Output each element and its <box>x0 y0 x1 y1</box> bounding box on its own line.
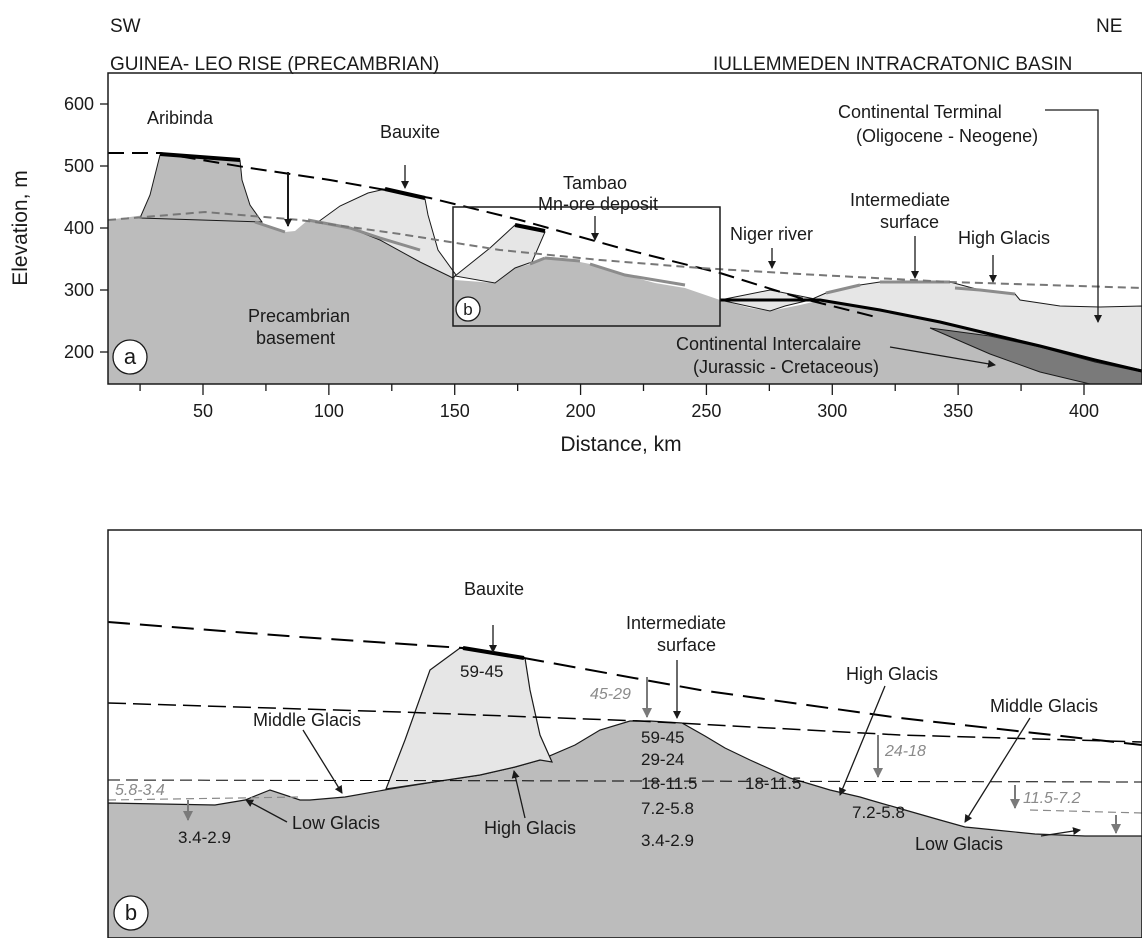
age-gray-11-5-7-2: 11.5-7.2 <box>1023 790 1081 807</box>
high-glacis-label-b-right: High Glacis <box>846 664 938 684</box>
continental-intercalaire-label-2: (Jurassic - Cretaceous) <box>693 357 879 377</box>
y-tick-label: 600 <box>64 94 94 114</box>
continental-intercalaire-label-1: Continental Intercalaire <box>676 334 861 354</box>
x-tick-label: 400 <box>1069 401 1099 421</box>
region-left-label: GUINEA- LEO RISE (PRECAMBRIAN) <box>110 54 439 75</box>
x-axis-label: Distance, km <box>560 433 681 456</box>
low-glacis-label-b-left: Low Glacis <box>292 813 380 833</box>
svg-text:b: b <box>125 900 137 925</box>
tambao-hill <box>453 224 546 284</box>
panel-a-arrows <box>284 109 1102 368</box>
cross-section-b <box>108 621 1142 938</box>
inset-b-badge: b <box>455 296 481 322</box>
intermediate-surface-label-a2: surface <box>880 212 939 232</box>
bauxite-paleosurface-line <box>108 152 881 319</box>
panel-a-badge: a <box>112 339 148 375</box>
age-gray-45-29: 45-29 <box>590 686 631 703</box>
continental-terminal-label-1: Continental Terminal <box>838 102 1002 122</box>
y-tick-label: 200 <box>64 342 94 362</box>
x-tick-label: 150 <box>440 401 470 421</box>
age-gray-5-8-3-4: 5.8-3.4 <box>115 782 165 799</box>
age-bauxite-top: 59-45 <box>460 662 503 681</box>
age-center-2: 29-24 <box>641 750 684 769</box>
intermediate-surface-label-b2: surface <box>657 635 716 655</box>
inset-b-frame <box>452 206 721 327</box>
aribinda-hill <box>139 154 263 223</box>
x-tick-label: 200 <box>566 401 596 421</box>
y-tick-label: 500 <box>64 156 94 176</box>
age-center-3: 18-11.5 <box>641 774 697 793</box>
panel-b-badge: b <box>113 895 149 931</box>
x-tick-label: 300 <box>817 401 847 421</box>
middle-glacis-label-b-left: Middle Glacis <box>253 710 361 730</box>
panel-b-arrows <box>245 625 1081 837</box>
bauxite-hill <box>316 188 457 279</box>
high-glacis-label-a: High Glacis <box>958 228 1050 248</box>
svg-text:b: b <box>463 300 472 319</box>
precambrian-label-1: Precambrian <box>248 306 350 326</box>
ct-base-line <box>720 298 1142 373</box>
continental-terminal-label-2: (Oligocene - Neogene) <box>856 126 1038 146</box>
x-tick-label: 50 <box>193 401 213 421</box>
bauxite-label-a: Bauxite <box>380 122 440 142</box>
age-center-4: 7.2-5.8 <box>641 799 694 818</box>
y-axis-label: Elevation, m <box>9 170 32 286</box>
long-dash-line-b <box>108 621 1142 746</box>
y-axis-ticks: 200 300 400 500 600 <box>64 94 108 362</box>
age-gray-24-18: 24-18 <box>884 743 926 760</box>
gray-dash-line-left <box>108 796 301 801</box>
mid-dash-line-b <box>108 702 1142 743</box>
age-center-5: 3.4-2.9 <box>641 831 694 850</box>
x-tick-label: 350 <box>943 401 973 421</box>
direction-ne-label: NE <box>1096 16 1122 37</box>
intermediate-surface-label-a1: Intermediate <box>850 190 950 210</box>
tambao-label-2: Mn-ore deposit <box>538 194 658 214</box>
basement-area-b <box>108 720 1142 938</box>
aribinda-label: Aribinda <box>147 108 214 128</box>
precambrian-label-2: basement <box>256 328 335 348</box>
svg-text:a: a <box>124 344 137 369</box>
region-right-label: IULLEMMEDEN INTRACRATONIC BASIN <box>713 54 1072 75</box>
age-right-hg: 18-11.5 <box>745 774 801 793</box>
x-axis-ticks: 50 100 150 200 250 300 350 400 <box>139 384 1099 421</box>
x-tick-label: 250 <box>691 401 721 421</box>
x-tick-label: 100 <box>314 401 344 421</box>
intermediate-surface-label-b1: Intermediate <box>626 613 726 633</box>
age-left-lg: 3.4-2.9 <box>178 828 231 847</box>
middle-glacis-label-b-right: Middle Glacis <box>990 696 1098 716</box>
y-tick-label: 400 <box>64 218 94 238</box>
intermediate-paleosurface-line <box>108 210 1142 289</box>
bauxite-hill-b <box>385 647 554 790</box>
bauxite-label-b: Bauxite <box>464 579 524 599</box>
short-dash-line-b <box>108 779 1142 783</box>
gray-dash-line-right <box>1029 809 1142 814</box>
low-glacis-label-b-right: Low Glacis <box>915 834 1003 854</box>
tambao-label-1: Tambao <box>563 173 627 193</box>
panel-b-frame <box>107 529 1142 938</box>
direction-sw-label: SW <box>110 16 141 37</box>
high-glacis-label-b-center: High Glacis <box>484 818 576 838</box>
age-right-mg: 7.2-5.8 <box>852 803 905 822</box>
gray-arrows-b <box>183 677 1121 834</box>
y-tick-label: 300 <box>64 280 94 300</box>
age-center-1: 59-45 <box>641 728 684 747</box>
precambrian-basement-area <box>108 214 1142 384</box>
niger-river-label: Niger river <box>730 224 813 244</box>
cross-section-a <box>108 152 1142 384</box>
